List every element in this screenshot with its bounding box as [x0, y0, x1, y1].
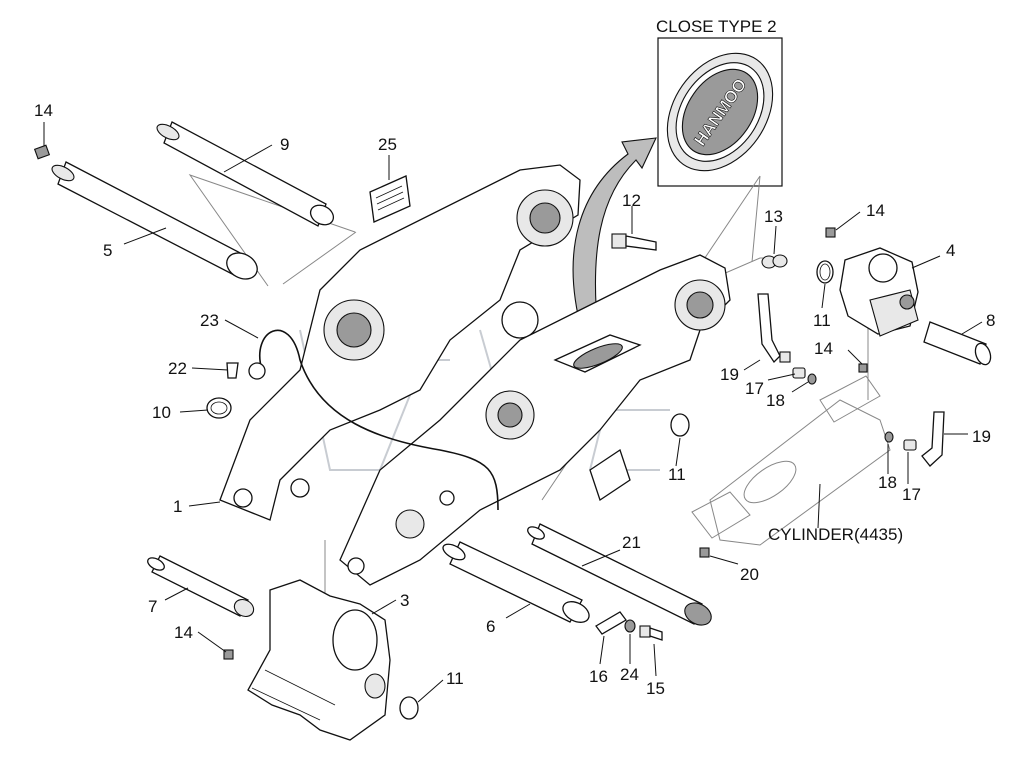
- callout-17: 17: [745, 379, 764, 398]
- cylinder-label: CYLINDER(4435): [768, 525, 903, 544]
- callout-19: 19: [720, 365, 739, 384]
- callout-21: 21: [622, 533, 641, 552]
- callout-labels: 14 9 5 25 12 13 14 4 11 8 23 22 10 1 19 …: [34, 101, 995, 698]
- callout-17: 17: [902, 485, 921, 504]
- fitting-17b: [903, 439, 917, 451]
- stopper-plate-16: [595, 611, 627, 635]
- washer-24: [624, 619, 636, 633]
- label-plate-25: [369, 175, 411, 223]
- bolt-12: [611, 233, 657, 251]
- callout-6: 6: [486, 617, 495, 636]
- callout-25: 25: [378, 135, 397, 154]
- callout-3: 3: [400, 591, 409, 610]
- pin-6: [442, 541, 590, 623]
- frame-logo-plate: [573, 343, 623, 369]
- callout-14: 14: [34, 101, 53, 120]
- callout-9: 9: [280, 135, 289, 154]
- hose-19b: [921, 411, 945, 467]
- quick-coupler-frame: [219, 164, 731, 586]
- callout-5: 5: [103, 241, 112, 260]
- pin-8: [923, 321, 992, 366]
- hook-3: [247, 579, 391, 741]
- callout-4: 4: [946, 241, 955, 260]
- grease-nipple-20: [699, 547, 710, 558]
- grease-nipple-14a: [33, 144, 51, 160]
- snap-ring-11b: [670, 413, 690, 437]
- hook-4: [839, 247, 919, 337]
- pin-21: [527, 523, 712, 626]
- callout-15: 15: [646, 679, 665, 698]
- callout-11: 11: [446, 669, 464, 688]
- leader-lines: [43, 122, 983, 703]
- fitting-17a: [792, 367, 806, 379]
- callout-22: 22: [168, 359, 187, 378]
- pin-9: [156, 121, 335, 227]
- detail-arrow: [572, 137, 657, 333]
- fitting-13: [761, 254, 788, 269]
- callout-1: 1: [173, 497, 182, 516]
- callout-14: 14: [174, 623, 193, 642]
- callout-8: 8: [986, 311, 995, 330]
- o-ring-18b: [884, 431, 894, 443]
- o-ring-18a: [807, 373, 817, 385]
- callout-12: 12: [622, 191, 641, 210]
- hose-19a: [757, 293, 791, 364]
- bolt-15: [639, 625, 663, 641]
- snap-ring-11c: [399, 696, 419, 720]
- callout-13: 13: [764, 207, 783, 226]
- snap-ring-11a: [816, 260, 834, 284]
- close-type-title: CLOSE TYPE 2: [656, 17, 777, 36]
- cylinder-4435: [691, 375, 891, 546]
- snap-ring-10: [206, 397, 232, 419]
- callout-16: 16: [589, 667, 608, 686]
- callout-7: 7: [148, 597, 157, 616]
- close-type-2-inset: CLOSE TYPE 2 HANMOO: [656, 17, 783, 187]
- lock-pin-22: [226, 362, 239, 379]
- callout-10: 10: [152, 403, 171, 422]
- hanmoo-logo-plate: HANMOO: [666, 52, 774, 172]
- callout-18: 18: [766, 391, 785, 410]
- callout-20: 20: [740, 565, 759, 584]
- callout-18: 18: [878, 473, 897, 492]
- callout-14: 14: [814, 339, 833, 358]
- callout-11: 11: [668, 465, 686, 484]
- grease-nipple-14d: [223, 649, 234, 660]
- callout-23: 23: [200, 311, 219, 330]
- callout-19: 19: [972, 427, 991, 446]
- pin-7: [147, 555, 255, 618]
- callout-14: 14: [866, 201, 885, 220]
- grease-nipple-14c: [858, 363, 868, 373]
- pin-5: [51, 161, 258, 280]
- callout-24: 24: [620, 665, 639, 684]
- callout-11: 11: [813, 311, 831, 330]
- grease-nipple-14b: [825, 227, 836, 238]
- safety-wire-23: [248, 329, 499, 511]
